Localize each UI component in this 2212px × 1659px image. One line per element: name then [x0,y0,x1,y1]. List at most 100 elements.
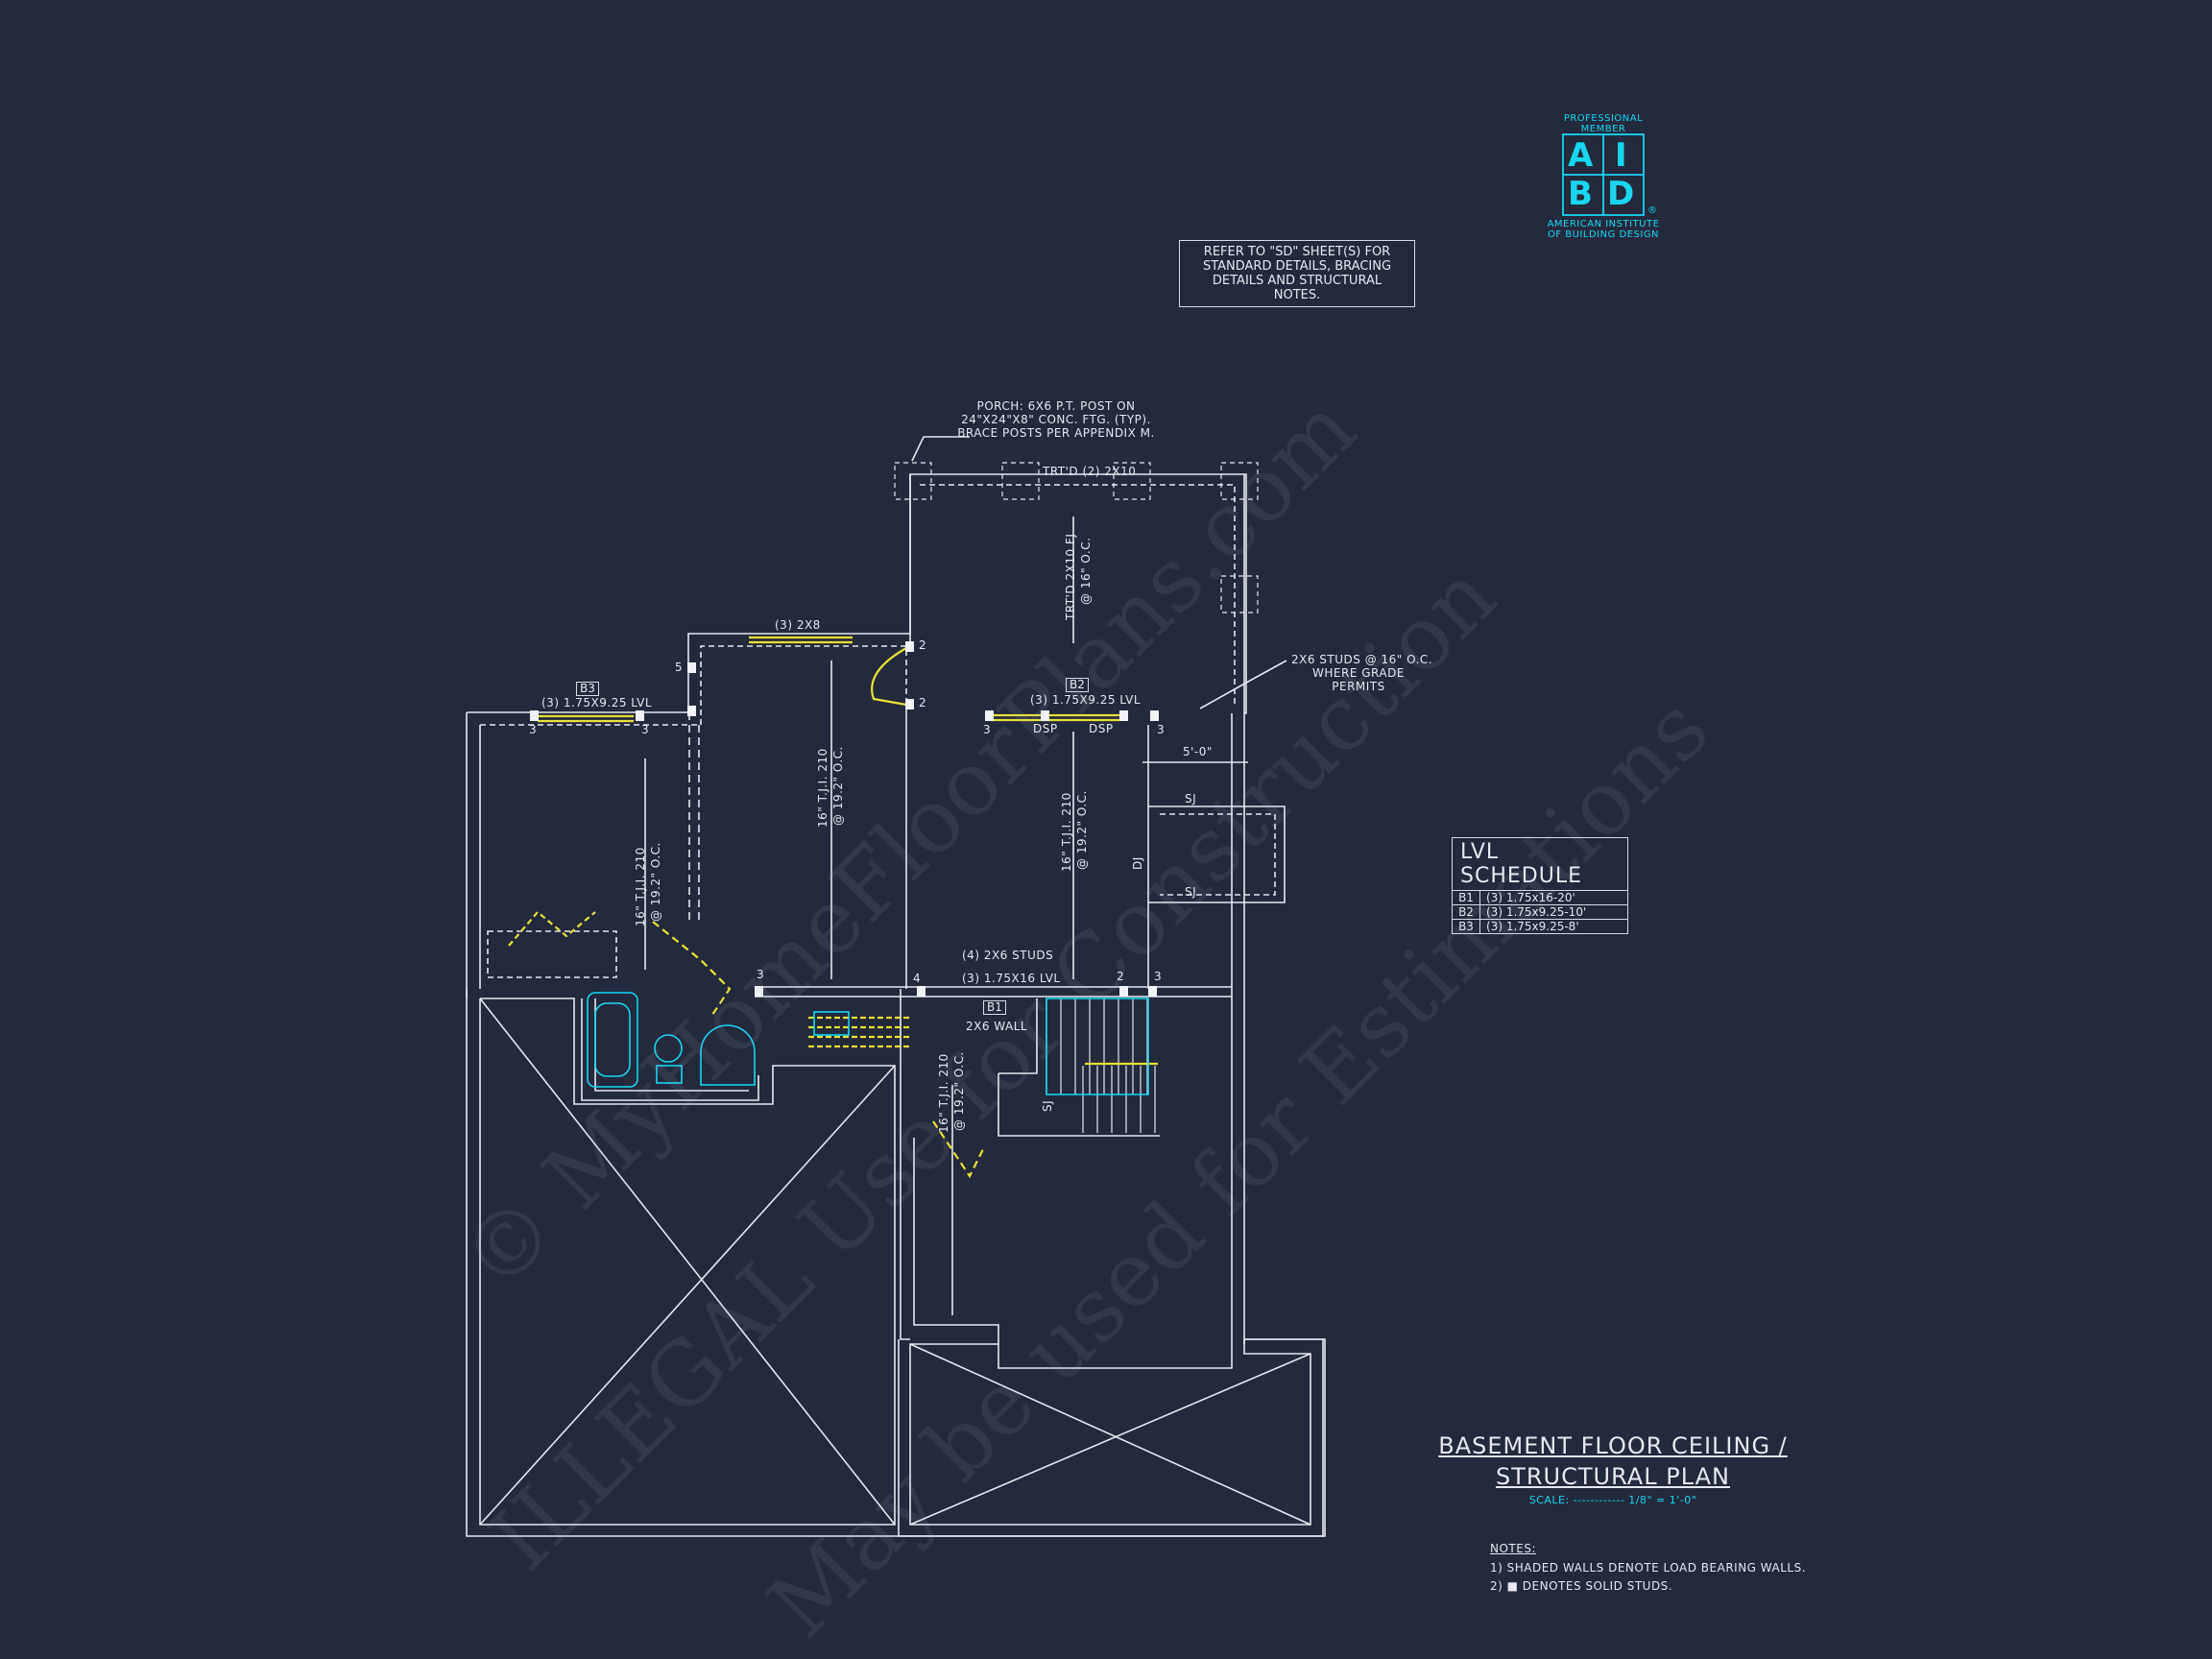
lvl-schedule-title: LVL SCHEDULE [1453,838,1627,891]
bath-vanity [808,1016,912,1048]
plan-title-line-2: STRUCTURAL PLAN [1495,1463,1730,1490]
dsp-label-2: DSP [1089,722,1114,735]
stair-cyan [1046,998,1149,1095]
notes-heading: NOTES: [1490,1542,1536,1555]
door-swing-left [652,921,732,1019]
stud-count-door-2: 2 [919,696,927,709]
logo-bottom-text: AMERICAN INSTITUTE OF BUILDING DESIGN [1547,219,1660,240]
studs-note: 2x6 STUDS @ 16" O.C. WHERE GRADE PERMITS [1291,653,1433,693]
upper-porch-inner [920,484,1236,706]
stud-count-left-1: 3 [529,723,538,736]
tji-label-left: 16" T.J.I. 210 [634,847,647,926]
toilet [654,1034,683,1063]
left-room-divider [688,712,700,922]
outer-wall-outline [467,634,1858,1344]
stud-count-b1-2: 4 [913,972,922,985]
beam-b2-tag: B2 [1066,678,1089,692]
plan-scale: SCALE: ------------ 1/8" = 1'-0" [1528,1494,1697,1506]
lvl-schedule-id: B3 [1453,920,1480,933]
tji-spacing-right: @ 19.2" O.C. [1075,790,1089,870]
porch-x-2 [909,1353,1311,1526]
lvl-schedule-row: B3 (3) 1.75x9.25-8' [1453,920,1627,933]
garage-x-2 [479,1065,896,1526]
trtd-fj-label: TRT'D 2x10 FJ [1064,533,1077,620]
lvl-schedule-id: B2 [1453,905,1480,919]
logo-registered-mark: ® [1647,205,1658,216]
left-room-wall [466,712,481,998]
porch-note-line-1: PORCH: 6x6 P.T. POST ON [976,399,1136,413]
door-swing [871,647,907,707]
porch-note-line-3: BRACE POSTS PER APPENDIX M. [957,426,1155,440]
refer-note-box: REFER TO "SD" SHEET(S) FOR STANDARD DETA… [1179,240,1415,307]
trtd-header-label: TRT'D (2) 2x10 [1043,465,1137,478]
tji-spacing-mid: @ 19.2" O.C. [831,746,845,826]
beam-b1-wall [755,986,1232,998]
bay-inner [1160,813,1276,896]
lvl-schedule-row: B2 (3) 1.75x9.25-10' [1453,905,1627,920]
porch-note-line-2: 24"x24"x8" CONC. FTG. (TYP). [961,413,1151,426]
studs-note-line-3: PERMITS [1332,680,1385,693]
beam-b1-label: (3) 1.75x16 LVL [962,972,1061,985]
garage-x-1 [479,998,896,1526]
tji-label-lower: 16" T.J.I. 210 [937,1053,950,1133]
tji-label-mid: 16" T.J.I. 210 [816,748,830,828]
porch-x-1 [909,1343,1311,1526]
stud-count-b1-4: 3 [1154,970,1163,983]
bed-outline [487,930,617,978]
sj-label-1: SJ [1185,792,1197,805]
lvl-schedule-spec: (3) 1.75x9.25-10' [1486,905,1587,919]
sj-label-2: SJ [1185,885,1197,899]
beam-b2-label: (3) 1.75x9.25 LVL [1030,693,1142,707]
stairs [1046,998,1156,1133]
exterior-wall-inner [480,645,907,726]
sj-stair-label: SJ [1041,1099,1054,1112]
logo-letter-i: I [1615,136,1628,175]
wall-2x6-label: 2x6 WALL [966,1020,1028,1033]
aibd-logo-box [1562,133,1645,216]
stud-count-left-2: 3 [641,723,650,736]
porch-lower-outline [898,1338,1324,1537]
dj-label: DJ [1131,856,1144,870]
sink [700,1024,756,1086]
four-studs-label: (4) 2x6 STUDS [962,949,1054,962]
stair-wall [998,998,1160,1137]
lvl-schedule-id: B1 [1453,891,1480,904]
exterior-wall [467,473,1247,1344]
lvl-schedule-spec: (3) 1.75x16-20' [1486,891,1575,904]
note-item-1: 1) SHADED WALLS DENOTE LOAD BEARING WALL… [1490,1561,1807,1575]
tji-label-right: 16" T.J.I. 210 [1060,792,1073,872]
beam-b1-tag: B1 [983,1000,1006,1015]
stud-count-b2-1: 3 [983,723,992,736]
middle-room-wall [905,711,1233,1138]
studs-leader [1199,660,1287,709]
garage-inner [479,998,896,1526]
beam-b3 [538,714,634,723]
porch-note: PORCH: 6x6 P.T. POST ON 24"x24"x8" CONC.… [941,399,1171,440]
studs-note-line-2: WHERE GRADE [1312,666,1405,680]
beam-b3-tag: B3 [576,682,599,696]
stud-count-door-1: 2 [919,638,927,652]
beam-b3-label: (3) 1.75x9.25 LVL [541,696,653,709]
trtd-spacing-label: @ 16" O.C. [1079,537,1093,605]
five-ft-dimension: 5'-0" [1183,745,1213,758]
stud-count-b1-1: 3 [757,968,765,981]
studs-note-line-1: 2x6 STUDS @ 16" O.C. [1291,653,1433,666]
refer-note-line-2: STANDARD DETAILS, BRACING [1202,259,1392,274]
stud-count-5: 5 [675,661,684,674]
bathtub-inner [594,1002,631,1077]
plan-title-line-1: BASEMENT FLOOR CEILING / [1438,1432,1788,1459]
logo-letter-b: B [1568,175,1594,213]
tji-spacing-lower: @ 19.2" O.C. [952,1051,966,1131]
upper-porch-outline [909,474,1245,713]
beam-2x8 [749,636,853,644]
porch-posts [894,462,1259,613]
door-swing-lower [932,1120,985,1179]
note-item-2: 2) ■ DENOTES SOLID STUDS. [1490,1579,1673,1593]
dsp-label-1: DSP [1033,722,1058,735]
porch-leader [911,436,970,462]
lvl-schedule-row: B1 (3) 1.75x16-20' [1453,891,1627,905]
stud-count-b2-2: 3 [1157,723,1166,736]
logo-top-text: PROFESSIONAL MEMBER [1563,113,1644,134]
refer-note-line-3: DETAILS AND STRUCTURAL NOTES. [1212,274,1382,302]
